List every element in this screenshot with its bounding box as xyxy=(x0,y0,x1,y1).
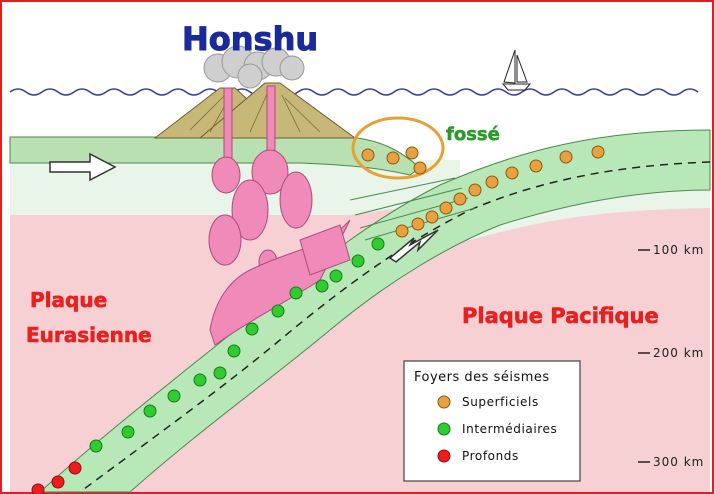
focus-superficial xyxy=(412,218,424,230)
focus-intermediate xyxy=(316,280,328,292)
focus-intermediate xyxy=(228,345,240,357)
legend-marker-intermediate xyxy=(438,423,450,435)
focus-superficial xyxy=(454,193,466,205)
depth-label-300: 300 km xyxy=(653,455,704,469)
focus-deep xyxy=(52,476,64,488)
focus-deep xyxy=(69,462,81,474)
legend-label-intermediate: Intermédiaires xyxy=(462,422,557,436)
focus-intermediate xyxy=(90,440,102,452)
focus-intermediate xyxy=(122,426,134,438)
legend-marker-deep xyxy=(438,450,450,462)
focus-superficial xyxy=(362,149,374,161)
plate-label-eurasian-2: Eurasienne xyxy=(26,323,152,347)
focus-intermediate xyxy=(144,405,156,417)
focus-intermediate xyxy=(290,287,302,299)
focus-intermediate xyxy=(330,270,342,282)
plate-label-eurasian-1: Plaque xyxy=(30,288,107,312)
legend-label-superficial: Superficiels xyxy=(462,395,539,409)
legend-marker-superficial xyxy=(438,396,450,408)
legend-title: Foyers des séismes xyxy=(414,370,550,385)
focus-superficial xyxy=(426,211,438,223)
focus-intermediate xyxy=(372,238,384,250)
focus-superficial xyxy=(414,162,426,174)
focus-superficial xyxy=(406,147,418,159)
focus-superficial xyxy=(396,225,408,237)
focus-superficial xyxy=(387,152,399,164)
focus-intermediate xyxy=(246,323,258,335)
legend: Foyers des séismes Superficiels Interméd… xyxy=(404,361,580,481)
title-honshu: Honshu xyxy=(182,20,318,58)
focus-intermediate xyxy=(214,367,226,379)
focus-deep xyxy=(32,484,44,494)
focus-intermediate xyxy=(168,390,180,402)
focus-superficial xyxy=(560,151,572,163)
trench-label: fossé xyxy=(446,124,500,145)
depth-label-200: 200 km xyxy=(653,346,704,360)
focus-superficial xyxy=(530,160,542,172)
focus-superficial xyxy=(469,184,481,196)
focus-superficial xyxy=(486,176,498,188)
focus-intermediate xyxy=(272,305,284,317)
focus-intermediate xyxy=(194,374,206,386)
focus-superficial xyxy=(592,146,604,158)
legend-label-deep: Profonds xyxy=(462,449,519,463)
focus-superficial xyxy=(506,167,518,179)
focus-intermediate xyxy=(352,255,364,267)
focus-superficial xyxy=(440,202,452,214)
depth-label-100: 100 km xyxy=(653,243,704,257)
plate-label-pacific: Plaque Pacifique xyxy=(462,304,659,328)
